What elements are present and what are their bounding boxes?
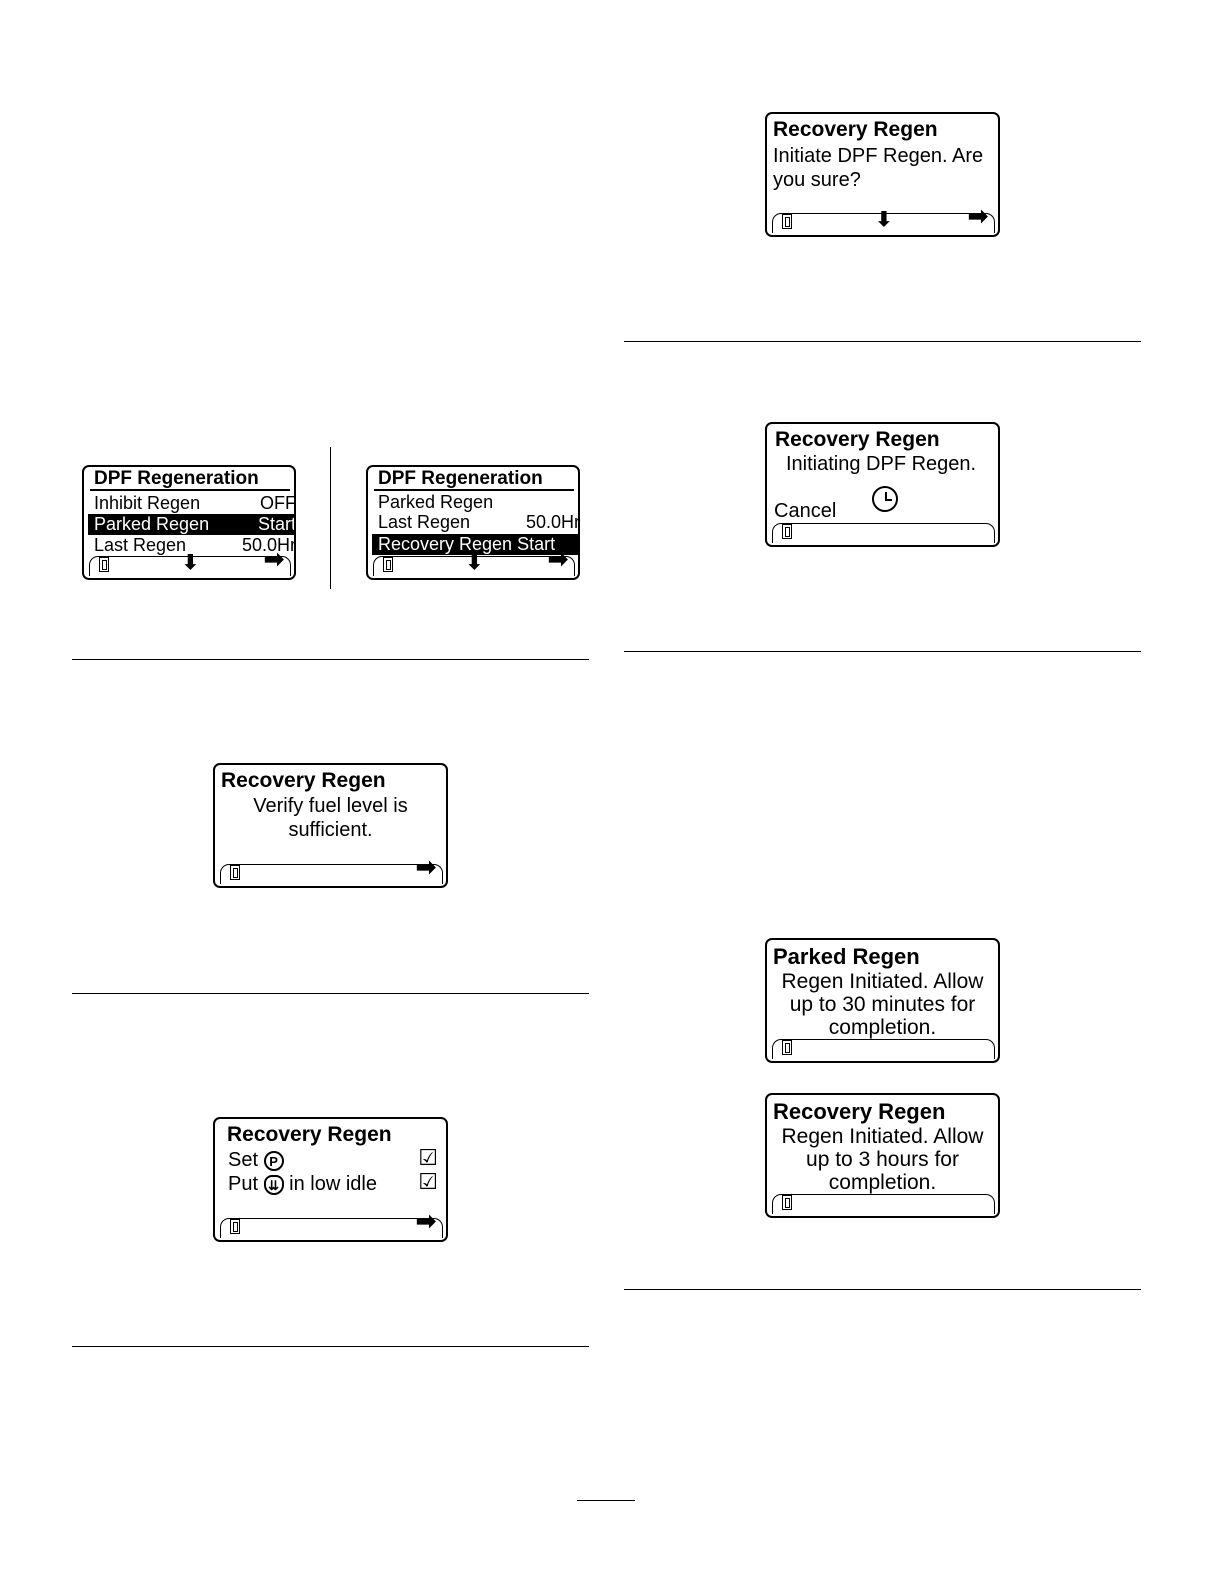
back-icon[interactable]	[230, 1219, 240, 1234]
section-divider	[624, 1289, 1141, 1290]
recovery-initiated-screen: Recovery Regen Regen Initiated. Allow up…	[765, 1093, 1000, 1218]
checkbox-icon: ☑	[418, 1145, 438, 1170]
screen-title: Recovery Regen	[227, 1123, 392, 1146]
soft-key-bar	[772, 1039, 995, 1059]
screen-title: Recovery Regen	[773, 118, 938, 141]
page-number-rule	[577, 1500, 635, 1501]
soft-key-bar	[772, 1194, 995, 1214]
menu-row-label: Parked Regen	[378, 492, 494, 512]
down-arrow-icon[interactable]: ⬇	[875, 209, 893, 231]
screen-title: DPF Regeneration	[374, 469, 574, 491]
menu-row-label: Parked Regen	[94, 514, 210, 534]
back-icon[interactable]	[782, 1195, 792, 1210]
message-line: Initiate DPF Regen. Are	[773, 145, 984, 167]
set-label: Set	[228, 1149, 259, 1171]
message-line: Regen Initiated. Allow	[781, 970, 984, 993]
back-icon[interactable]	[99, 557, 109, 572]
clock-icon	[872, 486, 898, 512]
message-line: you sure?	[773, 169, 861, 191]
soft-key-bar: ➡	[220, 1210, 443, 1238]
menu-row-value: OFF	[260, 493, 296, 513]
throttle-icon: ⇊	[263, 1174, 284, 1195]
right-arrow-icon[interactable]: ➡	[967, 203, 988, 230]
soft-key-bar: ⬇ ➡	[373, 548, 575, 576]
parked-initiated-screen: Parked Regen Regen Initiated. Allow up t…	[765, 938, 1000, 1063]
message-line: completion.	[828, 1171, 937, 1194]
parking-brake-icon: P	[263, 1150, 284, 1171]
menu-row-last-regen[interactable]: Last Regen 50.0Hr	[372, 512, 578, 533]
back-icon[interactable]	[782, 1040, 792, 1055]
back-icon[interactable]	[230, 865, 240, 880]
message-line: up to 3 hours for	[806, 1148, 959, 1171]
down-arrow-icon[interactable]: ⬇	[466, 552, 483, 574]
soft-key-bar: ⬇ ➡	[89, 548, 291, 576]
menu-row-value: Start	[257, 514, 296, 534]
message-line: sufficient.	[288, 819, 373, 841]
soft-key-bar: ⬇ ➡	[772, 205, 995, 233]
set-brake-line: Set P	[228, 1149, 284, 1172]
right-arrow-icon[interactable]: ➡	[415, 1208, 436, 1235]
screen-title: DPF Regeneration	[90, 469, 290, 491]
message-line: Initiating DPF Regen.	[786, 453, 977, 475]
menu-row-parked-regen[interactable]: Parked Regen	[372, 492, 578, 513]
menu-row-label: Last Regen	[94, 535, 187, 555]
menu-row-last-regen[interactable]: Last Regen 50.0Hr	[88, 535, 294, 556]
back-icon[interactable]	[782, 214, 792, 229]
set-brake-idle-screen: Recovery Regen Set P ☑ Put ⇊ in low idle…	[213, 1117, 448, 1242]
screen-title: Recovery Regen	[221, 769, 386, 792]
soft-key-bar	[772, 523, 995, 543]
section-divider	[72, 659, 589, 660]
menu-row-label: Recovery Regen Start	[378, 534, 556, 554]
right-arrow-icon[interactable]: ➡	[263, 546, 284, 573]
message-line: up to 30 minutes for	[789, 993, 976, 1016]
down-arrow-icon[interactable]: ⬇	[182, 552, 199, 574]
section-divider	[624, 341, 1141, 342]
low-idle-line: Put ⇊ in low idle	[228, 1173, 377, 1196]
screen-title: Recovery Regen	[773, 1099, 946, 1124]
verify-fuel-screen: Recovery Regen Verify fuel level is suff…	[213, 763, 448, 888]
section-divider	[72, 1346, 589, 1347]
back-icon[interactable]	[383, 557, 393, 572]
menu-row-inhibit-regen[interactable]: Inhibit Regen OFF	[88, 493, 294, 514]
menu-row-label: Inhibit Regen	[94, 493, 201, 513]
initiating-screen: Recovery Regen Initiating DPF Regen. Can…	[765, 422, 1000, 547]
low-idle-label: in low idle	[289, 1173, 377, 1195]
section-divider	[624, 651, 1141, 652]
message-line: completion.	[828, 1016, 937, 1039]
cancel-button[interactable]: Cancel	[774, 500, 837, 522]
screen-title: Parked Regen	[773, 944, 920, 969]
menu-row-value: 50.0Hr	[525, 512, 580, 532]
checkbox-icon: ☑	[418, 1169, 438, 1194]
menu-row-value: 50.0Hr	[241, 535, 296, 555]
soft-key-bar: ➡	[220, 856, 443, 884]
message-line: Regen Initiated. Allow	[781, 1125, 984, 1148]
menu-row-label: Last Regen	[378, 512, 471, 532]
figure-divider	[330, 447, 331, 589]
menu-row-parked-regen[interactable]: Parked Regen Start	[88, 514, 294, 535]
screen-title: Recovery Regen	[775, 428, 940, 451]
menu-row-recovery-regen-start[interactable]: Recovery Regen Start	[372, 534, 578, 555]
back-icon[interactable]	[782, 524, 792, 539]
right-arrow-icon[interactable]: ➡	[547, 546, 568, 573]
message-line: Verify fuel level is	[253, 795, 408, 817]
dpf-menu-screen-1: DPF Regeneration Inhibit Regen OFF Parke…	[82, 465, 296, 580]
right-arrow-icon[interactable]: ➡	[415, 854, 436, 881]
section-divider	[72, 993, 589, 994]
put-label: Put	[228, 1173, 259, 1195]
dpf-menu-screen-2: DPF Regeneration Parked Regen Last Regen…	[366, 465, 580, 580]
initiate-confirm-screen: Recovery Regen Initiate DPF Regen. Are y…	[765, 112, 1000, 237]
